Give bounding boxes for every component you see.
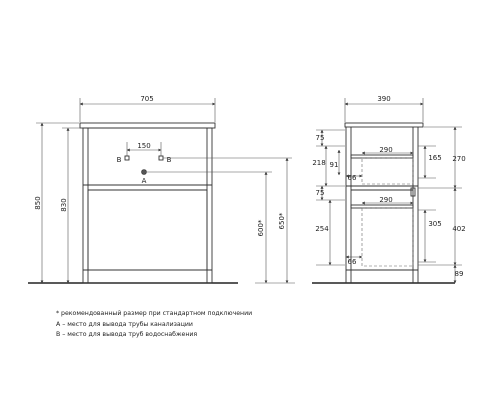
side-left-91-label: 91	[330, 161, 339, 169]
front-height-830-label: 830	[60, 198, 68, 211]
side-left-254-label: 254	[315, 225, 329, 233]
front-pipe-a-marker	[141, 169, 147, 175]
side-view: 390 75 218 91 75 254 290 290 66 66 165	[312, 95, 466, 284]
front-cabinet-body	[82, 127, 213, 284]
side-far-89-label: 89	[455, 270, 464, 278]
side-top-shelf	[350, 154, 414, 159]
front-pipe-b-left-marker	[124, 155, 130, 161]
side-lower-drawer-outline	[361, 207, 414, 267]
front-height-600-label: 600*	[257, 219, 265, 236]
side-depth-label: 390	[377, 95, 390, 103]
side-inner-66-top-label: 66	[348, 174, 357, 182]
side-bottom-shelf	[350, 204, 414, 209]
side-left-75-top-label: 75	[316, 134, 325, 142]
side-countertop	[344, 122, 424, 128]
front-width-label: 705	[140, 95, 153, 103]
side-far-270-label: 270	[452, 155, 465, 163]
side-upper-drawer-outline	[361, 157, 414, 185]
side-right-305-label: 305	[428, 220, 441, 228]
front-pipe-b-right-label: B	[167, 156, 172, 164]
note-drain-a: A – место для вывода трубы канализации	[56, 320, 193, 328]
front-height-850-label: 850	[34, 196, 42, 209]
front-pipe-spacing-label: 150	[137, 142, 150, 150]
front-height-650-label: 650*	[278, 212, 286, 229]
note-water-b: B – место для вывода труб водоснабжения	[56, 331, 198, 338]
front-pipe-b-right-marker	[158, 155, 164, 161]
side-right-165-label: 165	[428, 154, 441, 162]
front-pipe-a-label: A	[142, 177, 147, 185]
front-drawer	[87, 189, 208, 271]
note-recommended: * рекомендованный размер при стандартном…	[56, 310, 253, 317]
side-shelf-top-width-label: 290	[379, 146, 392, 154]
front-countertop	[79, 122, 216, 129]
side-left-75-mid-label: 75	[316, 189, 325, 197]
side-left-218-label: 218	[312, 159, 325, 167]
front-pipe-b-left-label: B	[117, 156, 122, 164]
side-far-402-label: 402	[452, 225, 465, 233]
side-shelf-bottom-width-label: 290	[379, 196, 392, 204]
side-inner-66-bottom-label: 66	[348, 258, 357, 266]
front-view: 705 850 830 150 B B A 600* 650*	[28, 95, 295, 284]
notes-block: * рекомендованный размер при стандартном…	[56, 309, 416, 341]
